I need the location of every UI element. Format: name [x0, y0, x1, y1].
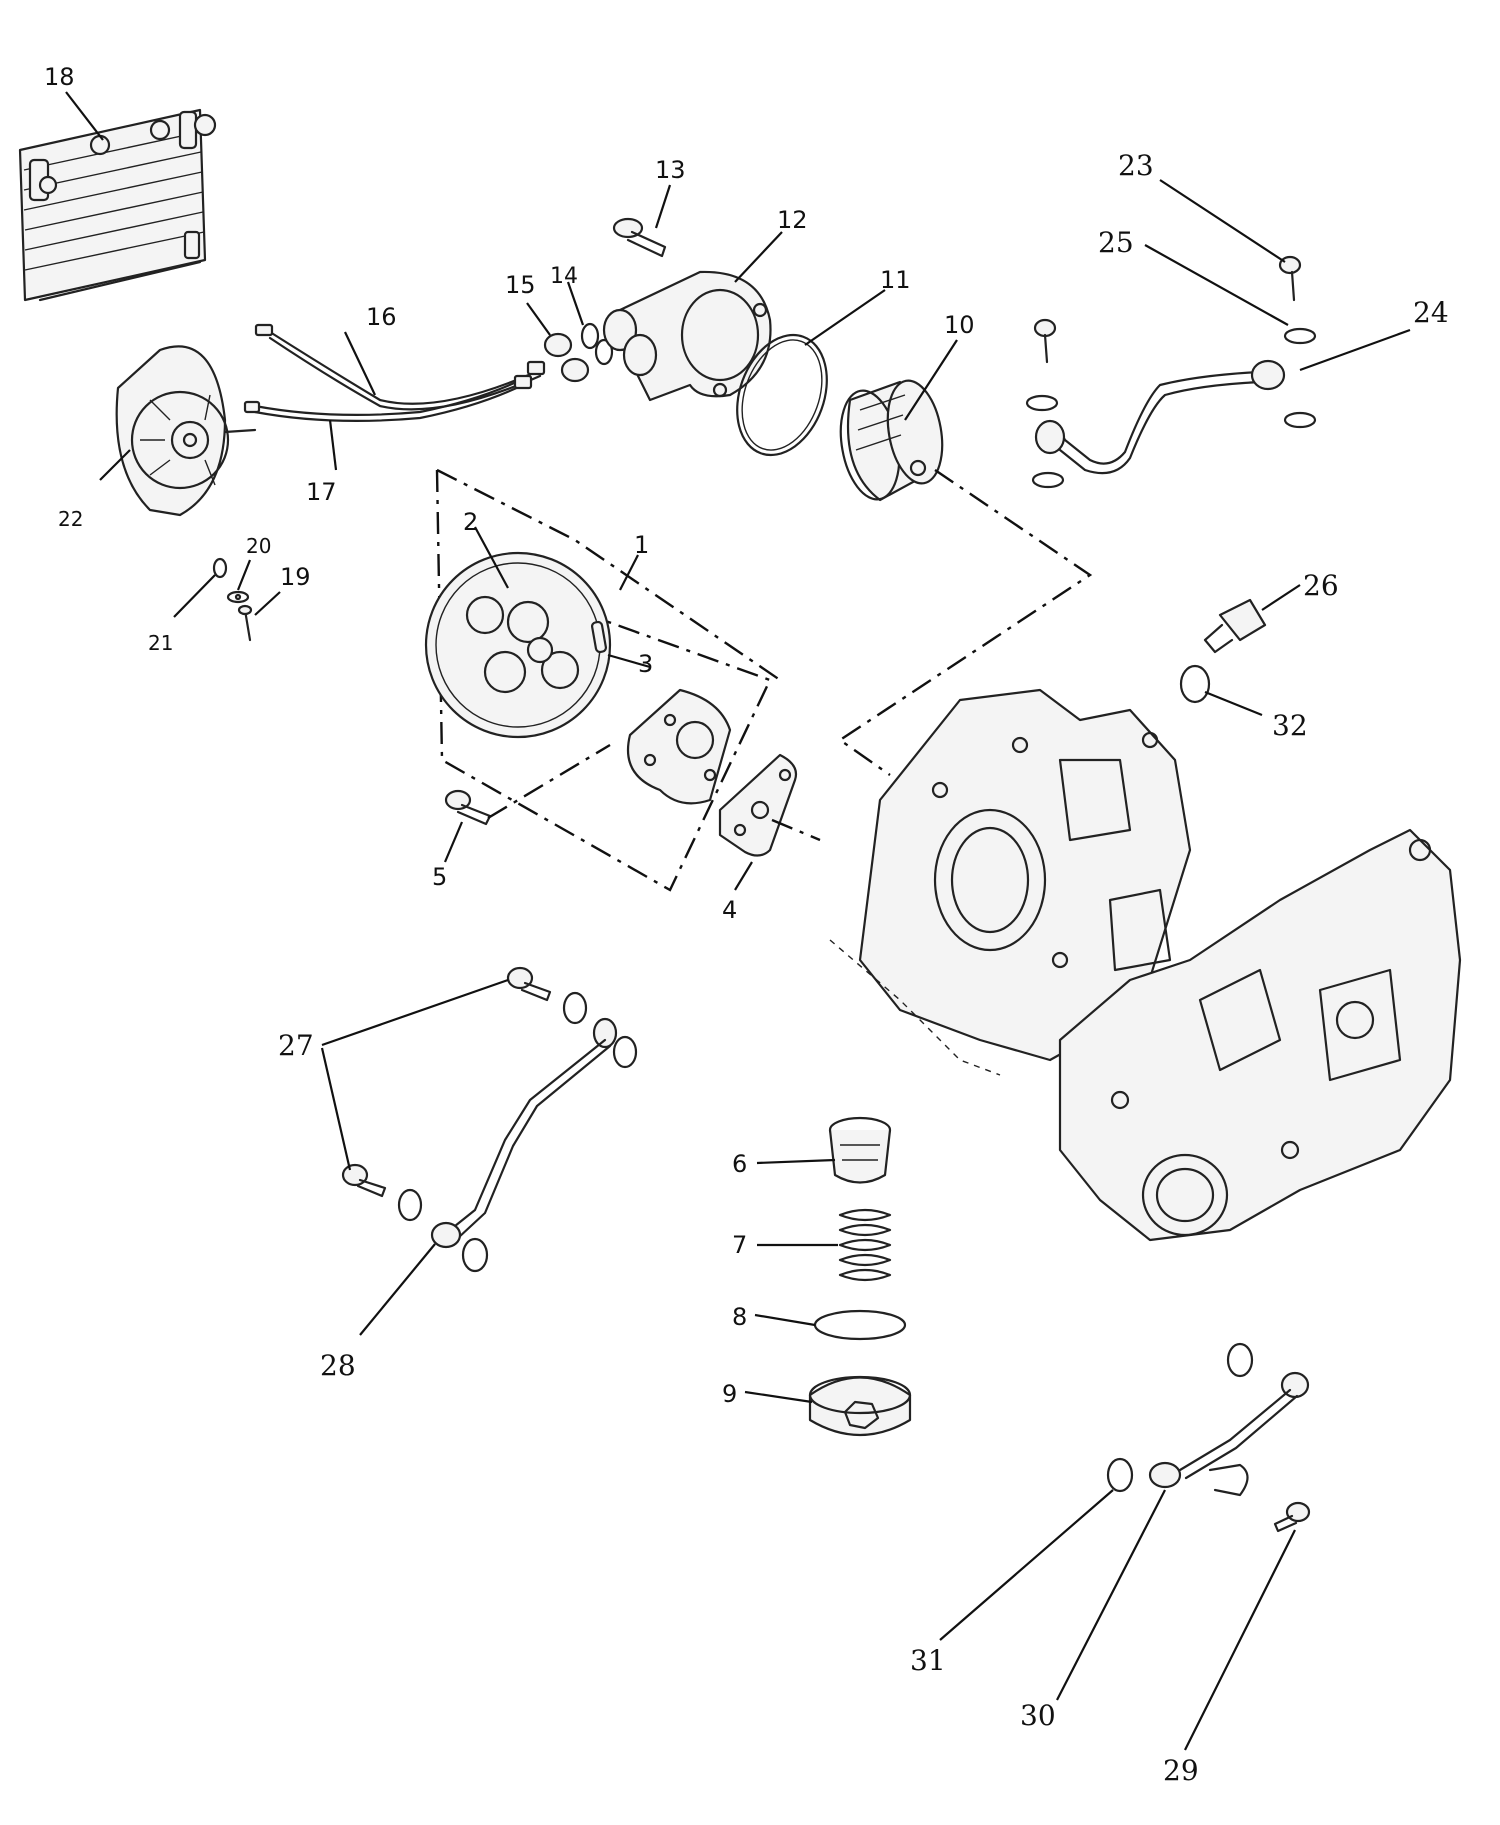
cooling-fan-22 [115, 345, 257, 517]
label-5: 5 [432, 863, 447, 891]
washer-32 [1179, 664, 1211, 704]
label-13: 13 [655, 156, 686, 184]
upper-oil-pipe-24 [1025, 255, 1317, 489]
label-19: 19 [280, 563, 311, 591]
callout-labels: 18 22 16 17 21 20 19 15 14 13 12 11 10 1… [44, 63, 1449, 1787]
label-24: 24 [1413, 296, 1449, 329]
bolt-5 [444, 789, 492, 826]
label-9: 9 [722, 1380, 737, 1408]
label-20: 20 [246, 534, 271, 558]
pin-3 [591, 620, 607, 654]
ring-8 [813, 1309, 907, 1341]
label-30: 30 [1020, 1699, 1056, 1732]
label-15: 15 [505, 271, 536, 299]
label-31: 31 [910, 1644, 946, 1677]
oil-cooler-18 [18, 108, 217, 302]
label-8: 8 [732, 1303, 747, 1331]
sensor-26 [1203, 598, 1267, 654]
leader-lines [65, 91, 1411, 1751]
label-1: 1 [634, 531, 649, 559]
label-23: 23 [1118, 149, 1154, 182]
fittings-14-15 [543, 322, 614, 383]
right-crankcase [1058, 828, 1462, 1242]
label-27: 27 [278, 1029, 314, 1062]
label-2: 2 [463, 508, 478, 536]
filter-cover-12 [602, 270, 772, 402]
alignment-lines [487, 469, 1093, 842]
label-32: 32 [1272, 709, 1308, 742]
oil-pump-assembly-1 [435, 468, 781, 892]
label-16: 16 [366, 303, 397, 331]
oil-hoses-16-17 [243, 323, 546, 422]
lower-oil-pipe-28 [341, 966, 638, 1273]
label-7: 7 [732, 1231, 747, 1259]
pump-gear-2 [424, 551, 612, 739]
bolt-13 [612, 217, 667, 258]
spring-7 [838, 1208, 892, 1282]
label-18: 18 [44, 63, 75, 91]
label-11: 11 [880, 266, 911, 294]
label-10: 10 [944, 311, 975, 339]
pump-plate-4 [718, 753, 798, 857]
oil-pump-body [626, 688, 732, 805]
label-25: 25 [1098, 226, 1134, 259]
oil-filter-10 [839, 379, 944, 502]
o-ring-11 [736, 333, 828, 457]
label-6: 6 [732, 1150, 747, 1178]
label-12: 12 [777, 206, 808, 234]
drain-plug-9 [808, 1375, 912, 1436]
label-17: 17 [306, 478, 337, 506]
label-21: 21 [148, 631, 173, 655]
small-fasteners-19-21 [212, 557, 253, 642]
left-crankcase [829, 688, 1192, 1076]
label-3: 3 [638, 650, 653, 678]
label-14: 14 [550, 264, 578, 289]
lower-right-pipe-30 [1106, 1342, 1311, 1533]
label-4: 4 [722, 896, 737, 924]
label-28: 28 [320, 1349, 356, 1382]
strainer-6 [828, 1116, 892, 1184]
label-29: 29 [1163, 1754, 1199, 1787]
label-22: 22 [58, 507, 83, 531]
label-26: 26 [1303, 569, 1339, 602]
